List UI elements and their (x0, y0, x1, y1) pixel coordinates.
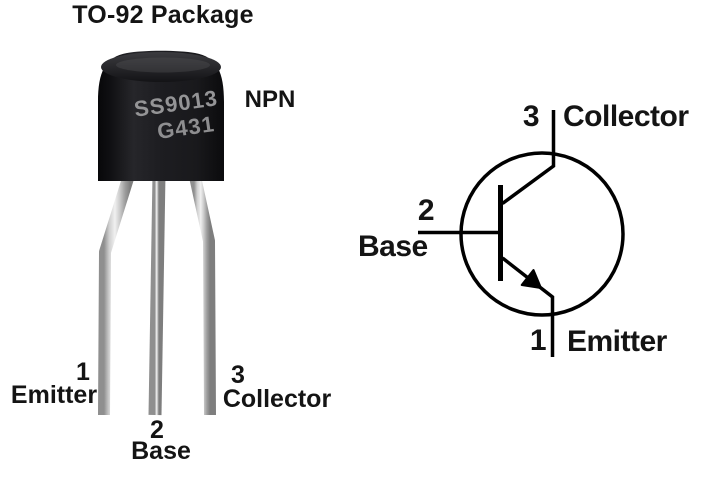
lead-emitter (98, 170, 136, 416)
lead-collector (188, 170, 216, 416)
npn-symbol (418, 110, 625, 357)
symbol-pin2-number: 2 (417, 194, 435, 227)
package-pin1-name: Emitter (10, 381, 98, 409)
package-top-sheen (116, 57, 210, 73)
symbol-pin3-number: 3 (522, 100, 540, 133)
package-pin2-name: Base (131, 437, 191, 465)
symbol-pin3-name: Collector (563, 100, 689, 133)
symbol-collector-lead (501, 110, 556, 205)
lead-base (148, 173, 166, 416)
to92-package-illustration: SS9013 G431 (98, 50, 224, 416)
symbol-pin1-number: 1 (529, 324, 547, 357)
package-body (98, 50, 224, 181)
package-pin1-number: 1 (76, 358, 90, 386)
symbol-pin1-name: Emitter (567, 325, 667, 358)
transistor-type-label: NPN (244, 86, 296, 113)
package-pin2-number: 2 (150, 416, 164, 444)
symbol-pin2-name: Base (358, 230, 428, 263)
package-pin3-name: Collector (222, 385, 332, 413)
diagram-title: TO-92 Package (72, 1, 254, 29)
symbol-emitter-lead (501, 256, 555, 357)
symbol-emitter-arrow (520, 269, 542, 289)
package-top-face (101, 52, 221, 82)
package-pin3-number: 3 (231, 361, 245, 389)
